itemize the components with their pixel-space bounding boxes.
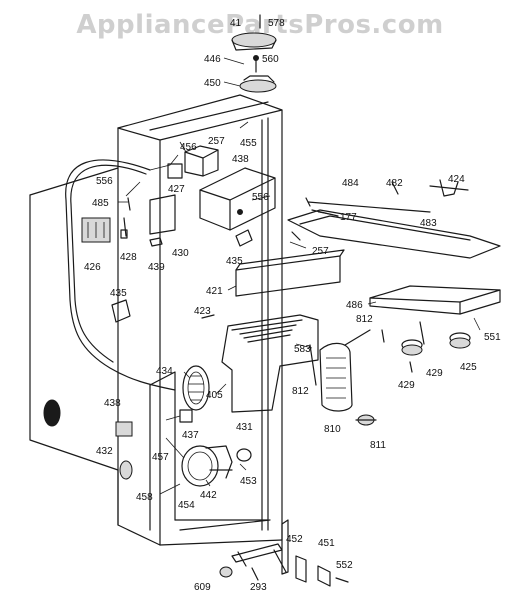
part-label: 450: [204, 78, 221, 89]
part-label: 257: [312, 246, 329, 257]
part-label: 556: [96, 176, 113, 187]
part-label: 177: [340, 212, 357, 223]
part-label: 438: [232, 154, 249, 165]
part-label: 458: [136, 492, 153, 503]
part-label: 451: [318, 538, 335, 549]
part-label: 455: [240, 138, 257, 149]
fan-grommet: [236, 448, 252, 462]
part-label: 434: [156, 366, 173, 377]
defrost-heater: [309, 329, 371, 412]
cabinet-body: [29, 94, 283, 546]
part-label: 486: [346, 300, 363, 311]
part-label: 483: [420, 218, 437, 229]
part-label: 439: [148, 262, 165, 273]
wiring-harness: [65, 154, 179, 391]
part-label: 438: [104, 398, 121, 409]
part-label: 435: [226, 256, 243, 267]
part-label: 424: [448, 174, 465, 185]
part-label: 578: [268, 18, 285, 29]
leader-lines: [118, 57, 481, 495]
part-label: 551: [484, 332, 501, 343]
part-label: 257: [208, 136, 225, 147]
part-label: 428: [120, 252, 137, 263]
part-label: 435: [110, 288, 127, 299]
part-label: 425: [460, 362, 477, 373]
part-label: 456: [180, 142, 197, 153]
defrost-timer: [184, 145, 219, 177]
part-label: 810: [324, 424, 341, 435]
part-label: 560: [262, 54, 279, 65]
part-labels: 41 578 560 446 450 455 257 456 438 427 5…: [84, 18, 501, 593]
part-label: 452: [286, 534, 303, 545]
part-label: 454: [178, 500, 195, 511]
part-label: 457: [152, 452, 169, 463]
fan-shroud: [182, 365, 210, 411]
part-label: 405: [206, 390, 223, 401]
relay-bracket: [149, 163, 183, 235]
part-label: 812: [292, 386, 309, 397]
defrost-thermostat: [355, 414, 377, 426]
part-label: 293: [250, 582, 267, 593]
part-label: 41: [230, 18, 242, 29]
part-label: 556: [252, 192, 269, 203]
air-duct-panel: [369, 285, 501, 315]
part-label: 423: [194, 306, 211, 317]
part-label: 432: [96, 446, 113, 457]
part-label: 609: [194, 582, 211, 593]
part-label: 429: [426, 368, 443, 379]
air-duct: [221, 314, 319, 413]
part-label: 552: [336, 560, 353, 571]
part-label: 583: [294, 344, 311, 355]
part-label: 482: [386, 178, 403, 189]
part-label: 484: [342, 178, 359, 189]
part-label: 437: [182, 430, 199, 441]
part-label: 812: [356, 314, 373, 325]
part-label: 429: [398, 380, 415, 391]
bottom-brackets: [219, 519, 349, 587]
part-label: 446: [204, 54, 221, 65]
thermostat-housing: [199, 167, 276, 231]
small-fasteners: [115, 409, 193, 480]
part-label: 442: [200, 490, 217, 501]
control-knob-assembly: [231, 14, 277, 93]
small-brackets: [111, 229, 253, 323]
evaporator-cover: [235, 249, 345, 297]
door-switch: [81, 217, 111, 243]
damper-plate: [287, 209, 501, 259]
connectors: [120, 197, 131, 239]
part-label: 811: [370, 440, 386, 451]
part-label: 421: [206, 286, 223, 297]
part-label: 426: [84, 262, 101, 273]
part-label: 485: [92, 198, 109, 209]
grommets: [381, 321, 471, 373]
evaporator-fan-motor: [181, 445, 233, 487]
part-label: 431: [236, 422, 253, 433]
part-label: 453: [240, 476, 257, 487]
part-label: 430: [172, 248, 189, 259]
part-label: 427: [168, 184, 185, 195]
